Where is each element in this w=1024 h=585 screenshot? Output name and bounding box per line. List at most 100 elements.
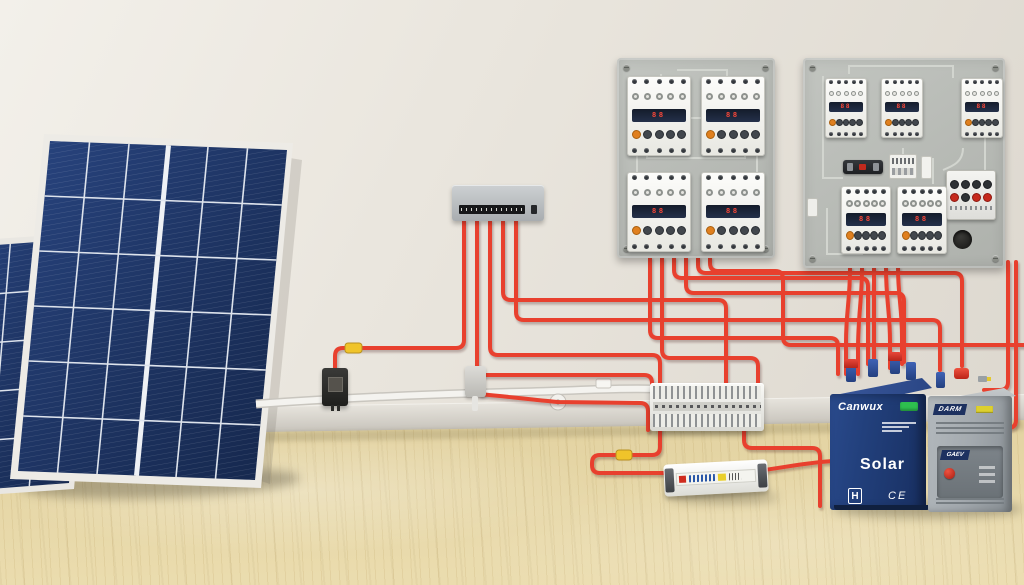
breaker-module: 88 — [825, 78, 867, 138]
inline-fuse-holder — [843, 160, 883, 174]
breaker-panel-right: 88 88 88 88 88 — [803, 58, 1005, 268]
fuse-unit-shadow — [668, 492, 778, 503]
mini-relay — [921, 156, 932, 179]
battery-terminal — [906, 362, 916, 380]
battery-front-face: Canwux Solar H CE — [830, 394, 930, 510]
surge-protector — [946, 170, 996, 220]
breaker-display: 88 — [706, 204, 760, 218]
connector-nub — [978, 376, 991, 382]
terminal-clamp-row — [829, 90, 863, 96]
red-wire — [762, 459, 836, 472]
terminal-clamp-row — [885, 90, 919, 96]
terminal-screw-row — [632, 148, 686, 153]
panel-screw — [623, 64, 630, 71]
terminal-cap — [888, 352, 902, 361]
inverter-front-face: DARM GAEV — [928, 396, 1012, 512]
breaker-display: 88 — [706, 108, 760, 122]
terminal-port-row — [965, 118, 999, 126]
battery-terminal — [868, 359, 878, 377]
breaker-display: 88 — [902, 212, 942, 226]
battery-product-text: Solar — [860, 456, 906, 473]
red-wire — [844, 266, 852, 376]
red-wire — [478, 392, 650, 432]
panel-screw — [992, 255, 999, 262]
terminal-block — [889, 154, 917, 179]
fuse-end-cap — [664, 468, 675, 493]
red-wire — [672, 256, 870, 366]
solar-panel — [10, 134, 293, 488]
terminal-clamp-row — [632, 92, 686, 100]
ce-mark: CE — [888, 490, 908, 502]
inverter-tag — [976, 406, 993, 413]
terminal-screw-row — [706, 175, 760, 180]
breaker-display: 88 — [829, 102, 863, 112]
cell-grid-horizontal — [23, 195, 282, 426]
breaker-display: 88 — [885, 102, 919, 112]
cable-gland-hole — [953, 230, 972, 249]
breaker-panel-left: 88 88 88 88 — [617, 58, 775, 258]
terminal-screw-row — [965, 132, 999, 136]
label-text-marks — [688, 474, 716, 483]
breaker-display: 88 — [846, 212, 886, 226]
label-red-mark — [678, 475, 687, 483]
red-wire — [896, 266, 904, 366]
pv-junction-box — [452, 185, 544, 221]
terminal-port-row — [632, 226, 686, 236]
terminal-screw-row — [902, 189, 942, 194]
terminal-screw-row — [846, 189, 886, 194]
panel-screw — [623, 245, 630, 252]
battery-terminal — [846, 364, 856, 382]
battery-brand: Canwux — [838, 401, 884, 413]
terminal-screw-row — [632, 79, 686, 84]
label-text-marks — [728, 472, 742, 481]
red-wire — [514, 219, 942, 372]
inverter-unit: DARM GAEV — [926, 366, 1016, 512]
terminal-clamp-row — [632, 188, 686, 196]
vent-slots — [936, 498, 1004, 506]
red-wire — [488, 219, 662, 394]
breaker-module: 88 — [841, 186, 891, 254]
terminal-screw-row — [885, 80, 919, 84]
fuse-label — [675, 468, 757, 487]
control-panel: GAEV — [937, 446, 1003, 498]
terminal-clamp-row — [706, 188, 760, 196]
panel-screw — [809, 64, 816, 71]
red-wire — [648, 256, 840, 376]
terminal-screw-row — [632, 244, 686, 249]
terminal-screw-row — [706, 244, 760, 249]
breaker-module: 88 — [881, 78, 923, 138]
terminal-clamp-row — [902, 199, 942, 207]
conduit-coupler — [595, 378, 612, 389]
red-wire — [856, 266, 864, 376]
terminal-port-row — [829, 118, 863, 126]
yellow-connector — [615, 449, 633, 461]
inverter-terminal — [936, 372, 945, 388]
yellow-connectors — [344, 342, 633, 461]
red-wire — [590, 426, 668, 475]
module-row-bottom: 88 88 — [841, 186, 947, 254]
breaker-module: 88 — [627, 76, 691, 156]
fuse-end-cap — [757, 463, 768, 488]
battery-logo: H — [848, 488, 862, 504]
battery-terminal — [890, 356, 900, 374]
breaker-module: 88 — [961, 78, 1003, 138]
terminal-port-row — [706, 130, 760, 140]
red-wire — [333, 219, 466, 374]
din-clip — [807, 198, 818, 217]
panel-screw — [762, 64, 769, 71]
terminal-cap — [954, 368, 969, 379]
terminal-screw-row — [632, 175, 686, 180]
panel-badge: GAEV — [939, 450, 971, 460]
red-wire — [684, 256, 906, 364]
terminal-teeth — [653, 414, 761, 427]
inline-fuse-unit — [663, 459, 769, 497]
terminal-screw-row — [706, 79, 760, 84]
terminal-cap — [844, 359, 858, 368]
red-wire — [696, 256, 964, 368]
panel-screw — [992, 64, 999, 71]
module-row-top: 88 88 88 — [825, 78, 1003, 138]
terminal-screw-row — [885, 132, 919, 136]
breaker-display: 88 — [965, 102, 999, 112]
red-wire — [708, 256, 1024, 347]
vent-slots — [936, 422, 1004, 437]
